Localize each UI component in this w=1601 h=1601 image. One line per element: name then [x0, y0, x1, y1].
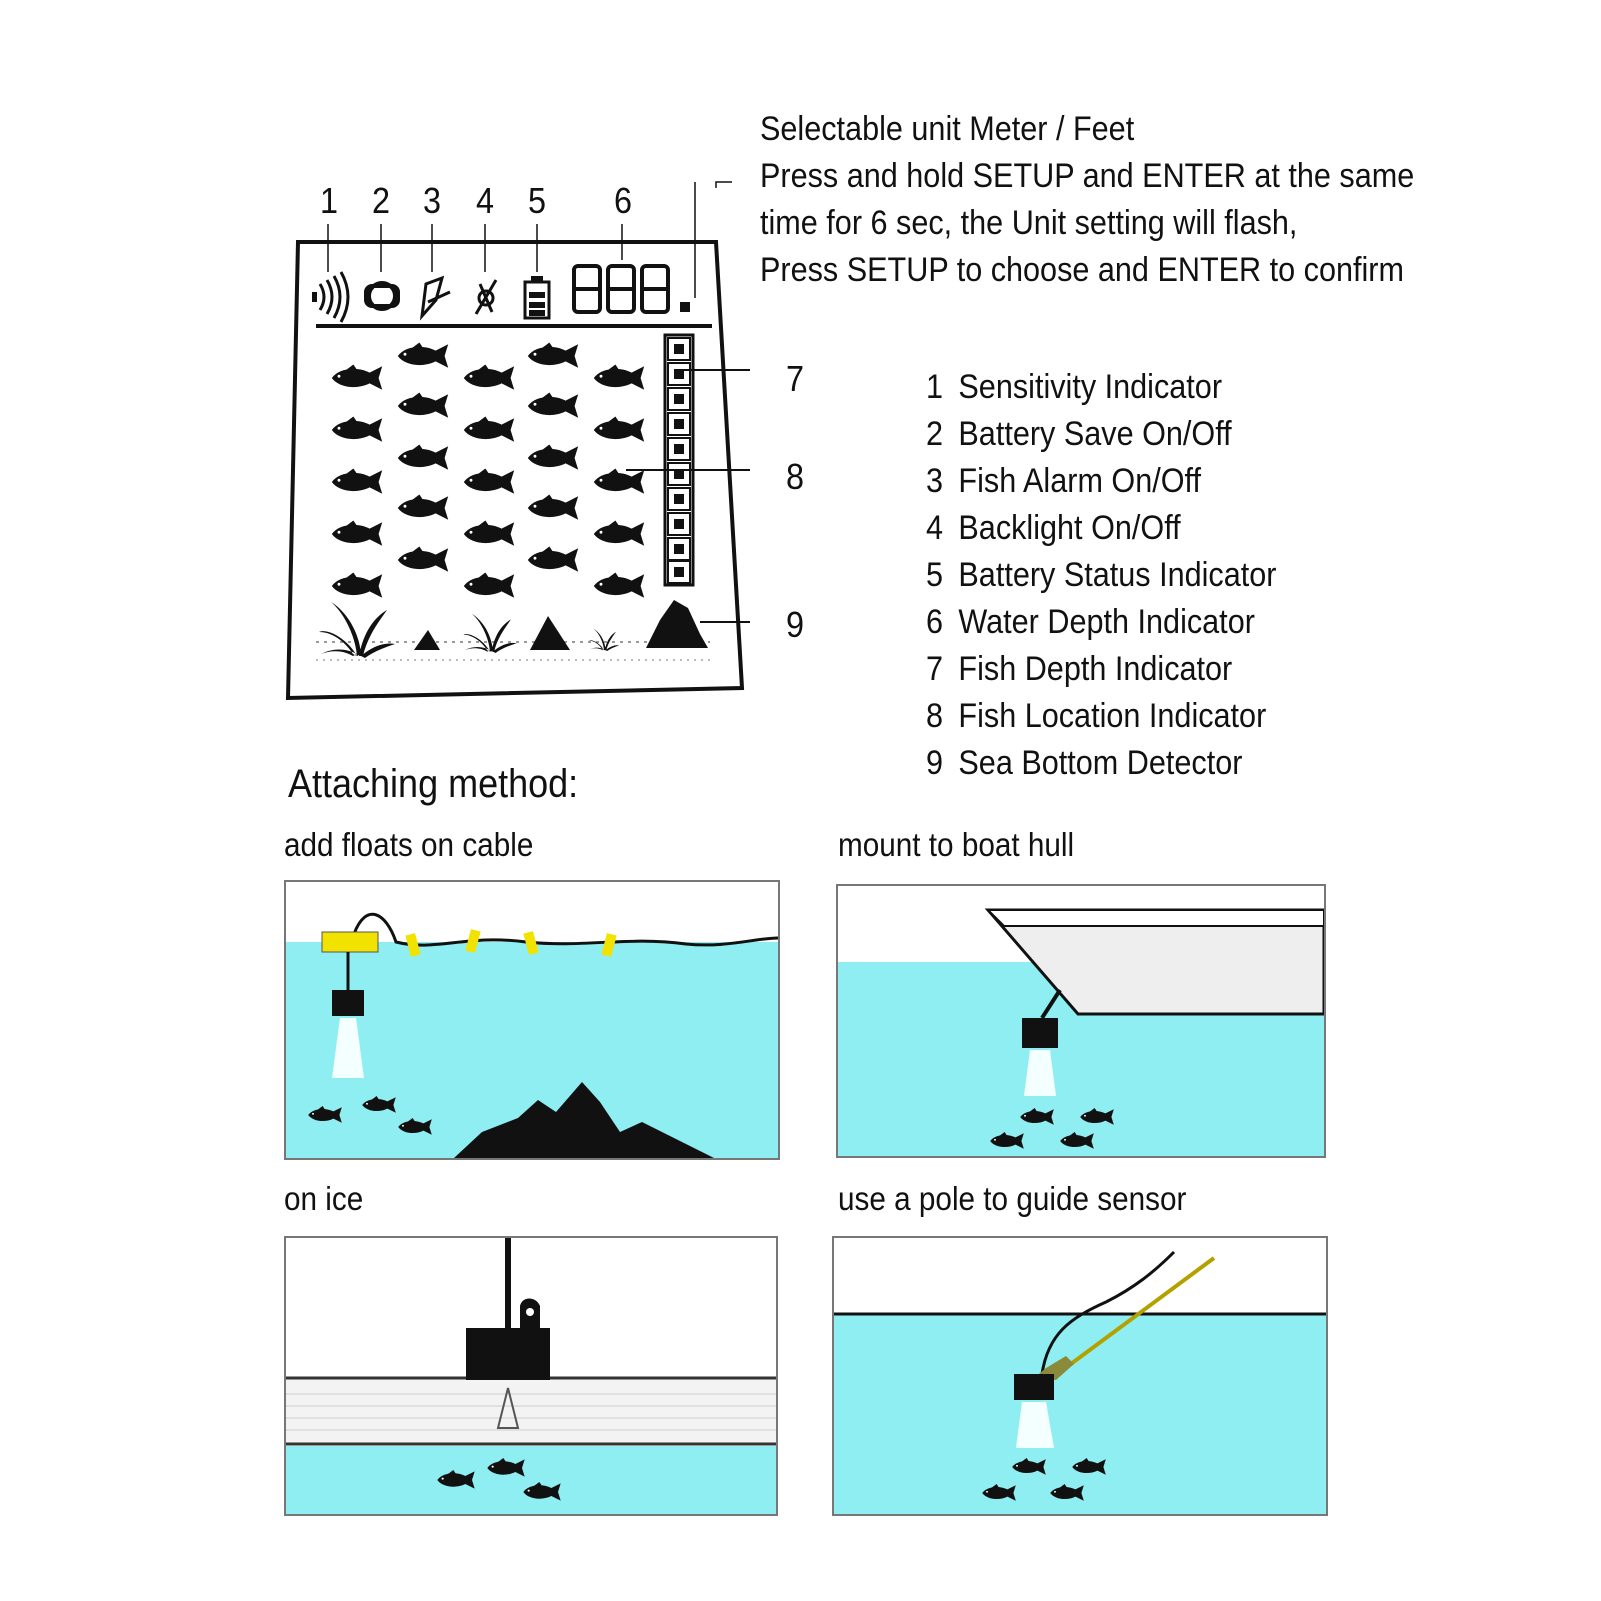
- setup-line-4: Press SETUP to choose and ENTER to confi…: [760, 251, 1404, 289]
- panel-title-pole: use a pole to guide sensor: [838, 1180, 1187, 1217]
- panel-on-ice: [284, 1236, 778, 1516]
- setup-line-1: Selectable unit Meter / Feet: [760, 110, 1135, 148]
- panel-title-ice: on ice: [284, 1180, 364, 1217]
- callout-9: 9: [786, 604, 805, 645]
- icon-number-5: 5: [528, 180, 547, 221]
- panel-floats-on-cable: [284, 880, 780, 1160]
- icon-number-6: 6: [614, 180, 633, 221]
- fish-alarm-icon: [419, 275, 451, 321]
- icon-number-4: 4: [476, 180, 495, 221]
- icon-number-2: 2: [372, 180, 391, 221]
- lcd-diagram: 1 2 3 4 5 6: [280, 180, 750, 710]
- icon-number-3: 3: [423, 180, 442, 221]
- panel-pole-guide: [832, 1236, 1328, 1516]
- sea-bottom: [316, 600, 710, 661]
- lcd-screen: [285, 181, 750, 701]
- sensitivity-icon: [312, 271, 350, 323]
- panel-title-hull: mount to boat hull: [838, 826, 1075, 863]
- panel-mount-to-hull: [836, 884, 1326, 1158]
- attaching-heading: Attaching method:: [288, 762, 579, 806]
- battery-status-icon: [523, 276, 551, 320]
- setup-line-2: Press and hold SETUP and ENTER at the sa…: [760, 157, 1415, 195]
- icon-number-1: 1: [320, 180, 339, 221]
- fish-depth-column: [663, 333, 695, 587]
- setup-line-3: time for 6 sec, the Unit setting will fl…: [760, 204, 1298, 242]
- water-depth-digits: [572, 264, 690, 314]
- battery-save-icon: [364, 281, 400, 311]
- panel-title-floats: add floats on cable: [284, 826, 534, 863]
- callout-8: 8: [786, 456, 805, 497]
- backlight-icon: [474, 279, 498, 315]
- callout-7: 7: [786, 358, 805, 399]
